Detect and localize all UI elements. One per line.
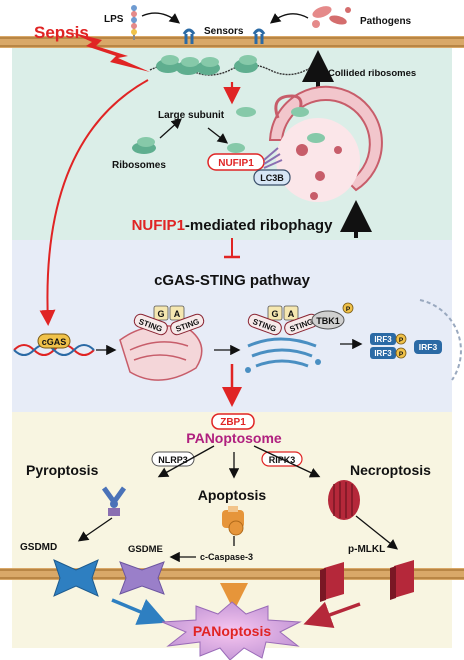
pathogens-label: Pathogens bbox=[360, 16, 412, 27]
pyroptosis-label: Pyroptosis bbox=[26, 462, 99, 478]
g-label-left: G bbox=[157, 309, 164, 319]
irf3-phospho-1 bbox=[395, 333, 407, 345]
panoptosome-label: PANoptosome bbox=[186, 430, 282, 446]
irf3-p-label-2: P bbox=[399, 351, 404, 358]
ribosome-icon bbox=[132, 107, 256, 154]
nufip1-tag bbox=[207, 153, 265, 171]
irf3-label-1: IRF3 bbox=[374, 335, 392, 344]
tbk1-phospho bbox=[342, 302, 354, 314]
ripk3-to-mlkl-arrow bbox=[355, 515, 399, 550]
nufip1-linker bbox=[263, 147, 283, 169]
irf3-nuclear-tag bbox=[414, 340, 442, 354]
panoptosome-to-necroptosis-arrow bbox=[253, 445, 321, 478]
lps-label: LPS bbox=[104, 14, 124, 25]
mlkl-channel-icon bbox=[320, 560, 414, 602]
ribophagy-title: NUFIP1-mediated ribophagy bbox=[132, 217, 334, 234]
autophagosome-icon bbox=[268, 85, 383, 202]
gsdme-label: GSDME bbox=[128, 544, 163, 555]
gsdmd-label: GSDMD bbox=[20, 542, 57, 553]
burst-star-icon bbox=[161, 601, 302, 660]
necroptosis-label: Necroptosis bbox=[350, 462, 431, 478]
subunit-to-nufip1-arrow bbox=[207, 127, 229, 144]
cgas-tag bbox=[37, 333, 71, 349]
lc3b-label: LC3B bbox=[260, 173, 284, 183]
ripk3-label: RIPK3 bbox=[269, 455, 296, 465]
ribophagy-title-suffix: -mediated ribophagy bbox=[185, 217, 333, 234]
irf3-tag-2 bbox=[370, 347, 396, 359]
dna-helix-icon bbox=[13, 344, 95, 356]
irf3-phospho-2 bbox=[395, 347, 407, 359]
caspase3-label: c-Caspase-3 bbox=[200, 552, 253, 562]
irf3-label-2: IRF3 bbox=[374, 349, 392, 358]
top-membrane bbox=[0, 36, 464, 48]
panoptosome-to-pyroptosis-arrow bbox=[157, 445, 215, 478]
collided-ribosomes-label: Collided ribosomes bbox=[328, 68, 416, 79]
sensors-label: Sensors bbox=[204, 26, 244, 37]
irf3-nuclear-label: IRF3 bbox=[419, 342, 438, 352]
gsdmd-pore-icon bbox=[53, 559, 99, 597]
sepsis-label: Sepsis bbox=[34, 23, 89, 42]
sting-dimer-right: G A STING STING bbox=[247, 305, 319, 336]
zbp1-tag bbox=[211, 413, 255, 430]
collided-ribosomes bbox=[149, 55, 311, 76]
nlrp3-to-gsdmd-arrow bbox=[77, 517, 113, 542]
tbk1-p-label: P bbox=[346, 306, 351, 313]
mlkl-to-panoptosis-arrow bbox=[303, 601, 361, 629]
ribophagy-title-prefix: NUFIP1 bbox=[132, 217, 185, 234]
lps-molecule-icon bbox=[131, 5, 137, 40]
pmlkl-label: p-MLKL bbox=[348, 544, 385, 555]
cgas-sting-title: cGAS-STING pathway bbox=[154, 272, 311, 289]
lc3b-tag bbox=[253, 169, 291, 186]
panoptosis-label: PANoptosis bbox=[193, 623, 272, 639]
sepsis-to-cgas-arrow bbox=[39, 79, 149, 326]
tbk1-tag bbox=[311, 310, 345, 330]
lps-to-sensor-arrow bbox=[141, 12, 181, 24]
ribosome-to-subunit-arrow bbox=[159, 118, 182, 139]
pathogen-icon bbox=[312, 6, 351, 28]
lightning-bolt-icon bbox=[70, 32, 150, 72]
irf3-tag-1 bbox=[370, 333, 396, 345]
caspase-icon bbox=[222, 506, 244, 536]
gsdme-pore-icon bbox=[119, 561, 165, 595]
tbk1-label: TBK1 bbox=[316, 316, 340, 326]
zbp1-label: ZBP1 bbox=[220, 417, 246, 428]
irf3-p-label-1: P bbox=[399, 337, 404, 344]
sensor-receptor-icon bbox=[182, 28, 266, 44]
sting-dimer-left: G A STING STING bbox=[133, 305, 205, 336]
g-label-right: G bbox=[271, 309, 278, 319]
large-subunit-label: Large subunit bbox=[158, 110, 225, 121]
golgi-icon bbox=[245, 337, 321, 373]
ripk3-complex-icon bbox=[328, 480, 360, 520]
ribosomes-label: Ribosomes bbox=[112, 160, 166, 171]
a-label-right: A bbox=[288, 309, 295, 319]
nucleus-edge bbox=[419, 299, 462, 381]
nufip1-tag-label: NUFIP1 bbox=[218, 158, 254, 169]
cgas-label: cGAS bbox=[42, 337, 67, 347]
apoptosis-label: Apoptosis bbox=[198, 487, 267, 503]
nlrp3-label: NLRP3 bbox=[158, 455, 188, 465]
pathogen-to-sensor-arrow bbox=[269, 13, 309, 24]
gsdmd-to-panoptosis-arrow bbox=[111, 598, 167, 625]
a-label-left: A bbox=[174, 309, 181, 319]
nlrp3-icon bbox=[101, 486, 127, 516]
